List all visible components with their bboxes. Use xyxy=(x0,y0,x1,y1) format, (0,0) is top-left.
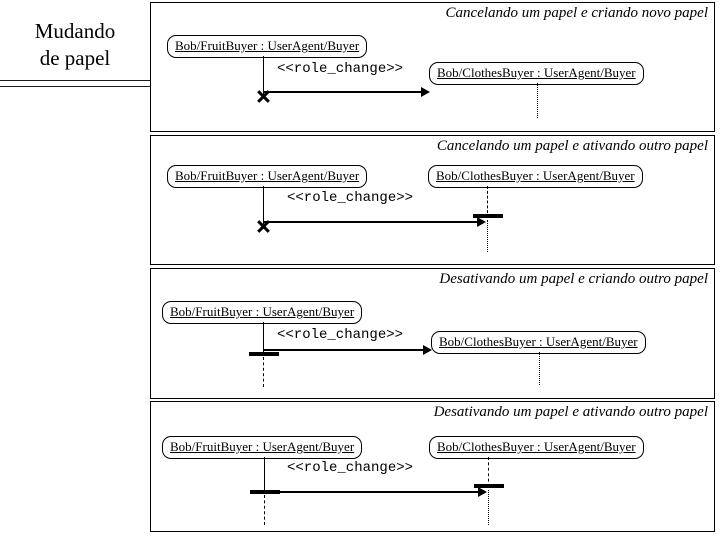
caption-line-1: Mudando xyxy=(34,19,116,43)
lifeline-left-dashed xyxy=(264,495,265,525)
sequence-panel-cancel-create: Cancelando um papel e criando novo papel… xyxy=(150,2,715,132)
object-label: Bob/ClothesBuyer : UserAgent/Buyer xyxy=(437,439,636,454)
message-label: <<role_change>> xyxy=(287,460,414,476)
lifeline-left-solid xyxy=(263,56,264,97)
message-arrow-line xyxy=(264,491,480,493)
lifeline-right-dashed xyxy=(487,186,488,218)
lifeline-left-dashed xyxy=(263,357,264,387)
object-label: Bob/ClothesBuyer : UserAgent/Buyer xyxy=(439,334,638,349)
object-box-clothes-buyer[interactable]: Bob/ClothesBuyer : UserAgent/Buyer xyxy=(429,436,644,459)
message-label: <<role_change>> xyxy=(287,190,414,206)
sequence-panel-deactivate-activate: Desativando um papel e ativando outro pa… xyxy=(150,401,715,532)
object-box-fruit-buyer[interactable]: Bob/FruitBuyer : UserAgent/Buyer xyxy=(167,165,368,188)
lifeline-right-dotted xyxy=(488,490,489,525)
object-box-clothes-buyer[interactable]: Bob/ClothesBuyer : UserAgent/Buyer xyxy=(428,165,643,188)
panel-title: Cancelando um papel e ativando outro pap… xyxy=(436,138,708,154)
panel-title: Desativando um papel e criando outro pap… xyxy=(439,271,708,287)
caption-rule-bottom xyxy=(0,86,152,87)
lifeline-left-solid xyxy=(264,457,265,492)
message-arrow-head-icon xyxy=(423,345,432,355)
lifeline-right-dotted xyxy=(537,83,538,118)
message-arrow-head-icon xyxy=(421,87,430,97)
object-box-fruit-buyer[interactable]: Bob/FruitBuyer : UserAgent/Buyer xyxy=(162,301,363,324)
object-box-clothes-buyer[interactable]: Bob/ClothesBuyer : UserAgent/Buyer xyxy=(429,62,644,85)
lifeline-right-dashed xyxy=(488,457,489,487)
message-label: <<role_change>> xyxy=(277,61,404,77)
object-label: Bob/FruitBuyer : UserAgent/Buyer xyxy=(175,38,360,53)
object-box-clothes-buyer[interactable]: Bob/ClothesBuyer : UserAgent/Buyer xyxy=(431,331,646,354)
lifeline-right-dotted xyxy=(487,220,488,252)
lifeline-left-solid xyxy=(263,322,264,355)
message-arrow-line xyxy=(263,349,425,351)
panel-title: Desativando um papel e ativando outro pa… xyxy=(433,404,708,420)
activation-bar xyxy=(473,214,503,218)
object-label: Bob/ClothesBuyer : UserAgent/Buyer xyxy=(437,65,636,80)
activation-bar xyxy=(474,484,504,488)
message-arrow-head-icon xyxy=(478,487,487,497)
lifeline-right-dotted xyxy=(539,352,540,385)
message-label: <<role_change>> xyxy=(277,327,404,343)
panel-title: Cancelando um papel e criando novo papel xyxy=(445,5,708,21)
sequence-panel-cancel-activate: Cancelando um papel e ativando outro pap… xyxy=(150,135,715,265)
object-box-fruit-buyer[interactable]: Bob/FruitBuyer : UserAgent/Buyer xyxy=(167,35,368,58)
message-arrow-line xyxy=(263,221,479,223)
object-label: Bob/FruitBuyer : UserAgent/Buyer xyxy=(170,439,355,454)
object-label: Bob/FruitBuyer : UserAgent/Buyer xyxy=(170,304,355,319)
object-box-fruit-buyer[interactable]: Bob/FruitBuyer : UserAgent/Buyer xyxy=(162,436,363,459)
object-label: Bob/FruitBuyer : UserAgent/Buyer xyxy=(175,168,360,183)
object-label: Bob/ClothesBuyer : UserAgent/Buyer xyxy=(436,168,635,183)
caption-line-2: de papel xyxy=(39,46,111,70)
sequence-panel-deactivate-create: Desativando um papel e criando outro pap… xyxy=(150,268,715,399)
lifeline-left-solid xyxy=(263,186,264,227)
diagram-caption: Mudando de papel xyxy=(0,18,150,72)
message-arrow-line xyxy=(263,91,423,93)
caption-rule-top xyxy=(0,80,152,81)
message-arrow-head-icon xyxy=(477,217,486,227)
deactivation-bar xyxy=(249,352,279,356)
